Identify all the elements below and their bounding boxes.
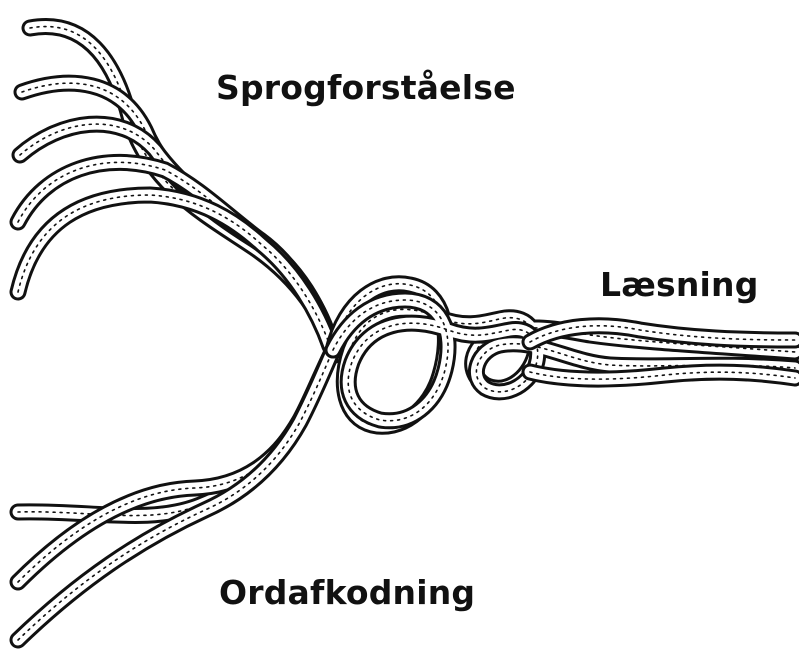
top-strand-5-inner [18, 195, 330, 346]
label-word-decoding: Ordafkodning [219, 573, 475, 612]
top-strand-3 [20, 124, 332, 348]
label-language-comprehension: Sprogforståelse [216, 68, 516, 107]
top-strand-3-inner [20, 124, 332, 348]
top-strand-3-twist [20, 124, 332, 348]
label-reading: Læsning [600, 265, 759, 304]
bottom-strand-2-inner [18, 350, 333, 582]
